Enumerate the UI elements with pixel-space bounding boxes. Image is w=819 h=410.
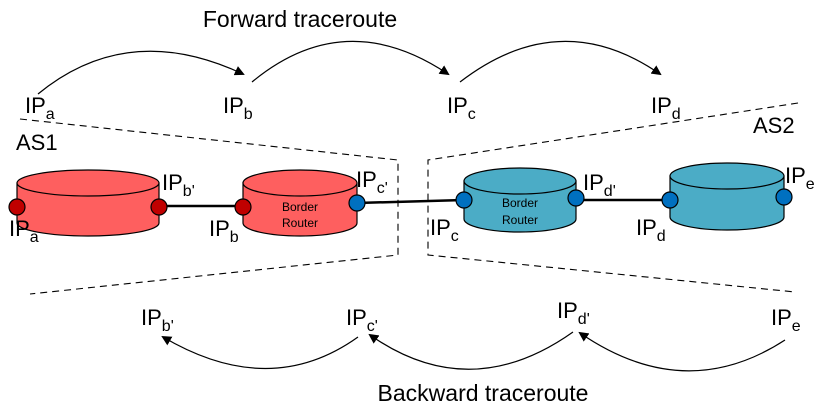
border-router-label: Router — [502, 213, 538, 227]
interface-label: IPb — [209, 216, 239, 246]
router-port — [661, 191, 679, 209]
backward-arrow-e-d — [578, 331, 786, 372]
link-r2-r3 — [356, 198, 465, 205]
backward-arrow-c-b — [161, 335, 359, 369]
border-router-label: Border — [502, 196, 538, 210]
forward-hop-label: IPb — [223, 93, 253, 123]
as1-label: AS1 — [16, 130, 58, 155]
router-port — [8, 198, 26, 216]
backward-arrows — [161, 331, 786, 372]
border-router-label: Router — [282, 216, 318, 230]
router-port — [150, 198, 168, 216]
as1-border-router: Border Router — [234, 169, 366, 237]
backward-hop-label: IPb' — [141, 305, 174, 335]
as1-router — [8, 169, 168, 237]
backward-hop-label: IPc' — [346, 305, 378, 335]
backward-traceroute-title: Backward traceroute — [378, 380, 589, 406]
as1-boundary — [19, 118, 399, 295]
interface-label: IPc' — [356, 167, 388, 197]
backward-hop-label: IPd' — [557, 298, 590, 328]
interface-label: IPe — [785, 163, 815, 193]
forward-hop-label: IPd — [651, 93, 681, 123]
forward-arrow-a-b — [37, 50, 245, 95]
forward-arrows — [37, 40, 662, 95]
as2-router — [661, 162, 793, 231]
interface-label: IPc — [430, 215, 459, 245]
interface-label: IPd' — [583, 170, 616, 200]
interface-label: IPd — [636, 215, 666, 245]
forward-arrow-c-d — [459, 40, 662, 83]
as-boundaries — [19, 102, 799, 295]
router-port — [234, 198, 252, 216]
interface-label: IPb' — [162, 170, 195, 200]
links — [160, 198, 670, 208]
forward-arrow-b-c — [251, 40, 450, 83]
router-port — [775, 188, 793, 206]
forward-traceroute-title: Forward traceroute — [203, 6, 397, 32]
forward-hop-label: IPa — [25, 93, 55, 123]
router-port — [455, 191, 473, 209]
interface-label: IPa — [9, 216, 39, 246]
as2-label: AS2 — [753, 113, 795, 138]
as2-boundary — [427, 102, 799, 293]
backward-arrow-d-c — [368, 331, 574, 370]
router-port — [567, 189, 585, 207]
backward-hop-label: IPe — [771, 305, 801, 335]
forward-hop-label: IPc — [447, 93, 476, 123]
as2-border-router: Border Router — [455, 167, 585, 233]
border-router-label: Border — [282, 200, 318, 214]
router-port — [348, 194, 366, 212]
